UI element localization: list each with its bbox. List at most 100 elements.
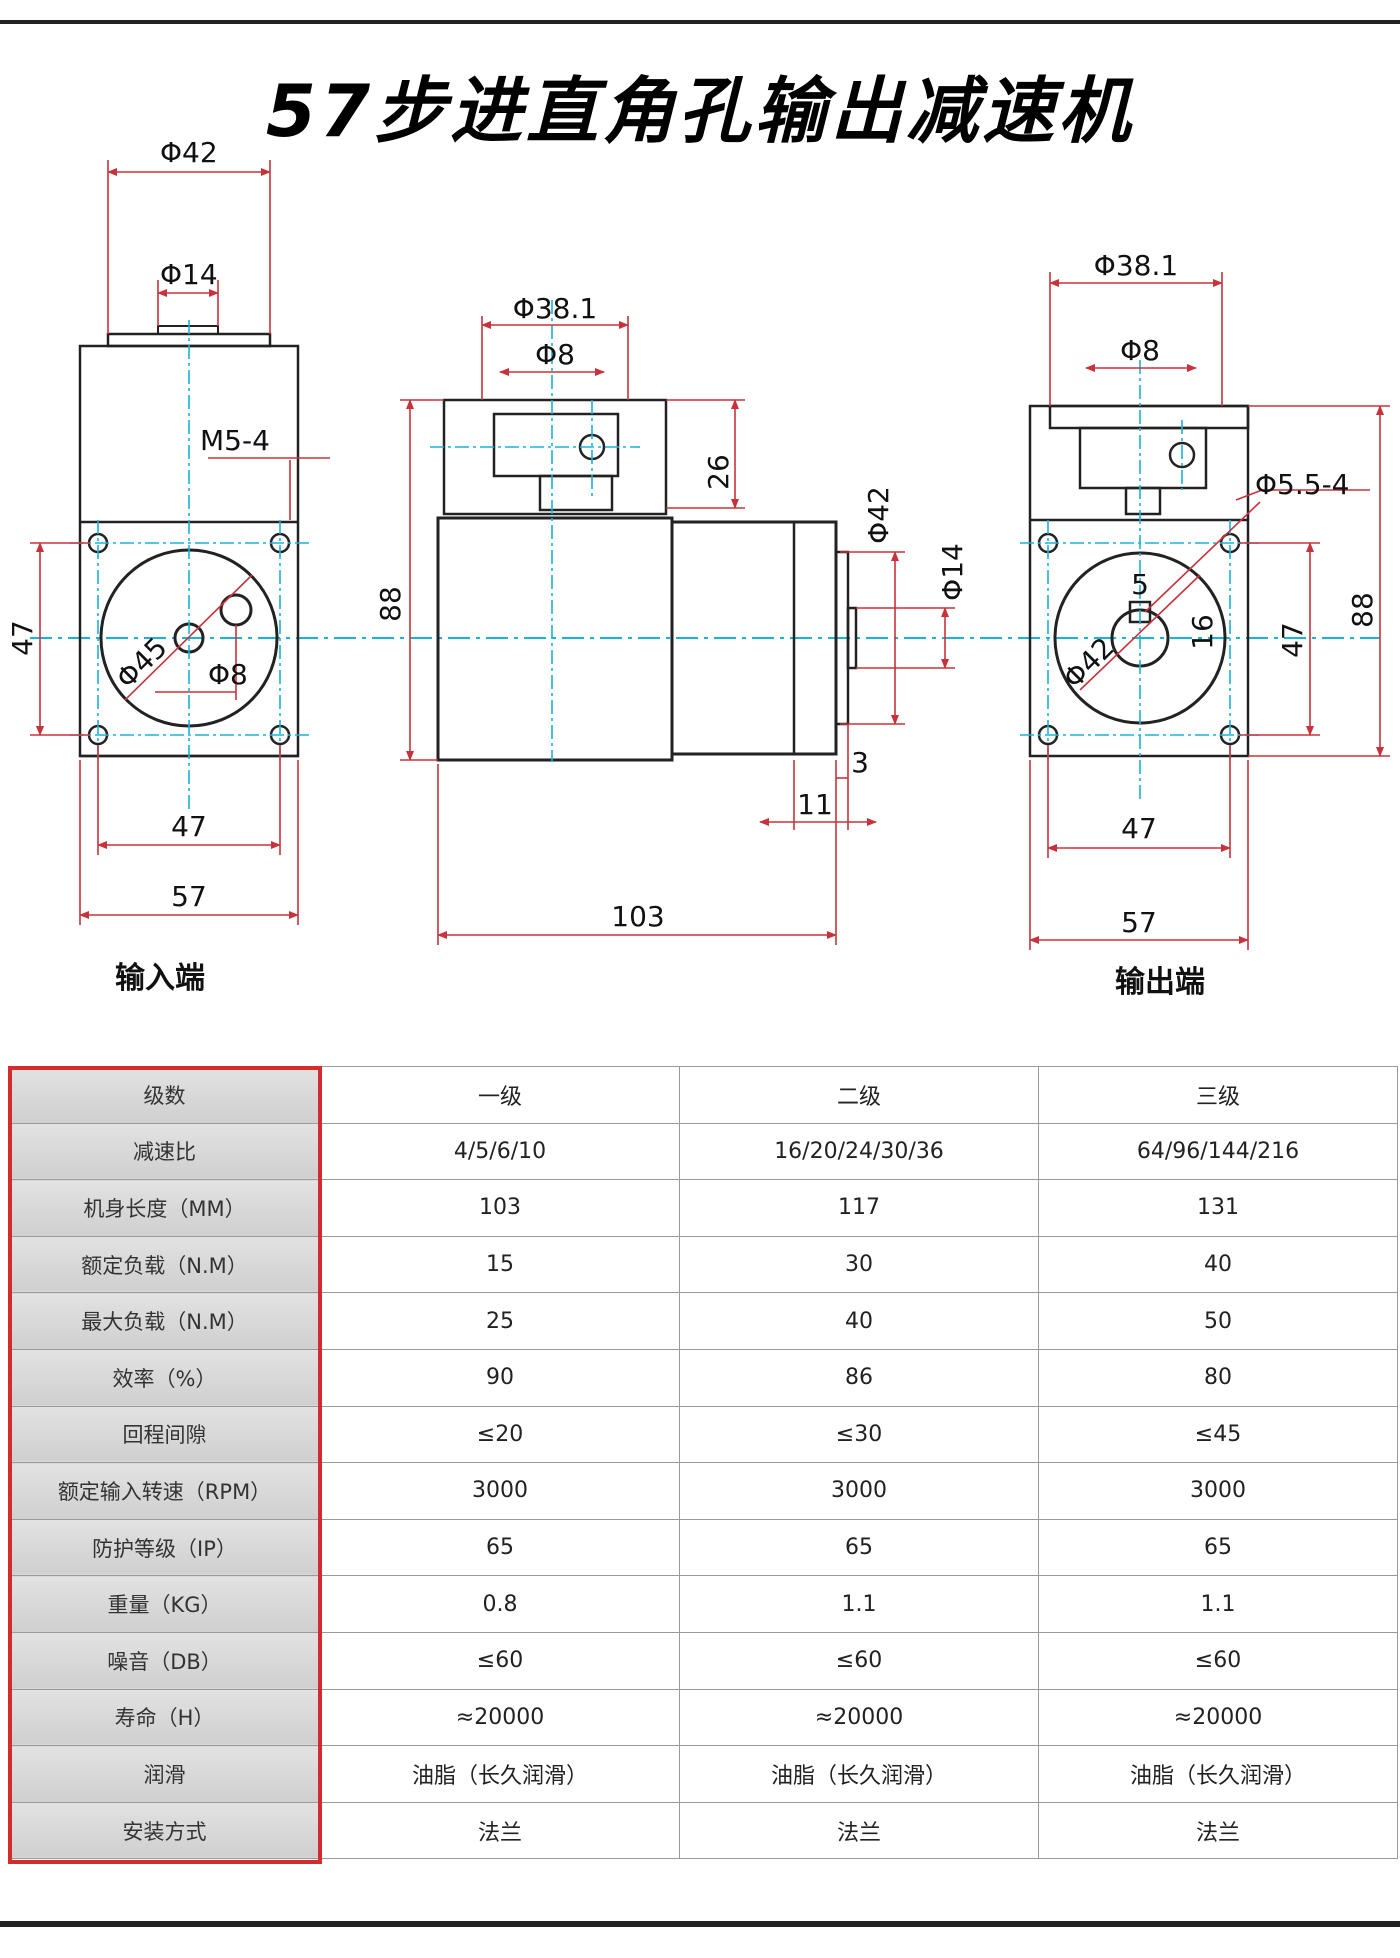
- dim-output-m55: Φ5.5-4: [1255, 468, 1350, 501]
- table-cell: 16/20/24/30/36: [679, 1122, 1039, 1181]
- table-cell: 86: [679, 1348, 1039, 1407]
- side-shaft: [846, 606, 858, 670]
- bottom-rule: [0, 1921, 1400, 1927]
- table-cell: 40: [1038, 1235, 1398, 1294]
- dim-side-w11: 11: [797, 788, 833, 821]
- dim-side-d14: Φ14: [936, 543, 969, 601]
- table-cell: 64/96/144/216: [1038, 1122, 1398, 1181]
- row-label: 重量（KG）: [8, 1575, 321, 1633]
- table-row: 安装方式法兰法兰法兰: [8, 1801, 1398, 1860]
- row-label: 级数: [8, 1066, 321, 1124]
- input-top-boss: [157, 325, 219, 335]
- output-end-caption: 输出端: [1115, 965, 1205, 1000]
- table-cell: 3000: [1038, 1462, 1398, 1520]
- table-cell: 三级: [1038, 1066, 1398, 1124]
- table-cell: 油脂（长久润滑）: [1038, 1745, 1398, 1803]
- technical-drawing: Φ42 Φ14 M5-4 47 Φ45 Φ8 47 57 输入端: [6, 136, 1390, 1000]
- dim-input-d14: Φ14: [160, 258, 218, 291]
- table-row: 回程间隙≤20≤30≤45: [8, 1405, 1398, 1464]
- dim-output-k5: 5: [1131, 568, 1149, 601]
- table-cell: 法兰: [1038, 1801, 1398, 1860]
- table-cell: 65: [320, 1518, 680, 1577]
- table-cell: 117: [679, 1179, 1039, 1237]
- dim-input-d8: Φ8: [208, 658, 248, 691]
- table-cell: ≤60: [679, 1631, 1039, 1690]
- output-end-view: Φ38.1 Φ8 Φ5.5-4 5 16 Φ42 47 88 47 57 输出端: [1020, 249, 1390, 1000]
- dim-side-w3: 3: [851, 746, 869, 779]
- dim-output-w47: 47: [1121, 812, 1157, 845]
- side-output-block: [492, 412, 620, 478]
- input-end-caption: 输入端: [115, 961, 205, 996]
- row-label: 回程间隙: [8, 1405, 321, 1464]
- dim-output-h47: 47: [1276, 622, 1309, 658]
- side-view: Φ38.1 Φ8 26 88 Φ42 Φ14 3 11 103: [374, 292, 969, 945]
- table-cell: 1.1: [679, 1575, 1039, 1633]
- dim-side-d38: Φ38.1: [513, 292, 597, 325]
- table-cell: ≈20000: [320, 1688, 680, 1747]
- page-title: 57步进直角孔输出减速机: [265, 69, 1135, 153]
- row-label: 额定输入转速（RPM）: [8, 1462, 321, 1520]
- table-cell: 4/5/6/10: [320, 1122, 680, 1181]
- table-cell: 65: [679, 1518, 1039, 1577]
- dim-output-w57: 57: [1121, 906, 1157, 939]
- table-cell: 法兰: [679, 1801, 1039, 1860]
- row-label: 防护等级（IP）: [8, 1518, 321, 1577]
- table-row: 润滑油脂（长久润滑）油脂（长久润滑）油脂（长久润滑）: [8, 1745, 1398, 1803]
- row-label: 效率（%）: [8, 1348, 321, 1407]
- table-cell: 二级: [679, 1066, 1039, 1124]
- row-label: 噪音（DB）: [8, 1631, 321, 1690]
- table-row: 噪音（DB）≤60≤60≤60: [8, 1631, 1398, 1690]
- table-cell: ≈20000: [1038, 1688, 1398, 1747]
- table-cell: 油脂（长久润滑）: [679, 1745, 1039, 1803]
- dim-input-w47: 47: [171, 810, 207, 843]
- table-cell: 法兰: [320, 1801, 680, 1860]
- row-label: 机身长度（MM）: [8, 1179, 321, 1237]
- table-cell: 0.8: [320, 1575, 680, 1633]
- table-row: 寿命（H）≈20000≈20000≈20000: [8, 1688, 1398, 1747]
- dim-output-h88: 88: [1346, 592, 1379, 628]
- row-label: 寿命（H）: [8, 1688, 321, 1747]
- dim-input-w57: 57: [171, 880, 207, 913]
- table-cell: 油脂（长久润滑）: [320, 1745, 680, 1803]
- dim-side-w103: 103: [611, 900, 664, 933]
- top-rule: [0, 20, 1400, 24]
- table-cell: ≤60: [320, 1631, 680, 1690]
- row-label: 安装方式: [8, 1801, 321, 1860]
- table-cell: 3000: [679, 1462, 1039, 1520]
- output-top-block: [1078, 426, 1208, 490]
- table-cell: ≤45: [1038, 1405, 1398, 1464]
- dim-input-d45: Φ45: [110, 631, 174, 695]
- dim-output-d38: Φ38.1: [1094, 249, 1178, 282]
- dim-side-h26: 26: [702, 454, 735, 490]
- dim-input-d42: Φ42: [160, 136, 218, 169]
- table-cell: 50: [1038, 1292, 1398, 1350]
- input-end-view: Φ42 Φ14 M5-4 47 Φ45 Φ8 47 57 输入端: [6, 136, 330, 996]
- table-row: 级数一级二级三级: [8, 1066, 1398, 1124]
- dim-input-m5: M5-4: [200, 424, 270, 457]
- table-cell: ≤60: [1038, 1631, 1398, 1690]
- table-cell: 131: [1038, 1179, 1398, 1237]
- row-label: 额定负载（N.M）: [8, 1235, 321, 1294]
- dim-side-d42: Φ42: [862, 486, 895, 544]
- dim-input-h47: 47: [6, 620, 39, 656]
- table-cell: ≈20000: [679, 1688, 1039, 1747]
- table-cell: 30: [679, 1235, 1039, 1294]
- dim-side-d8: Φ8: [535, 338, 575, 371]
- row-label: 最大负载（N.M）: [8, 1292, 321, 1350]
- input-eccentric-hole: [219, 593, 253, 627]
- row-label: 减速比: [8, 1122, 321, 1181]
- side-top-flange: [442, 398, 668, 516]
- table-cell: ≤30: [679, 1405, 1039, 1464]
- row-label: 润滑: [8, 1745, 321, 1803]
- table-cell: 25: [320, 1292, 680, 1350]
- table-cell: 1.1: [1038, 1575, 1398, 1633]
- table-cell: 一级: [320, 1066, 680, 1124]
